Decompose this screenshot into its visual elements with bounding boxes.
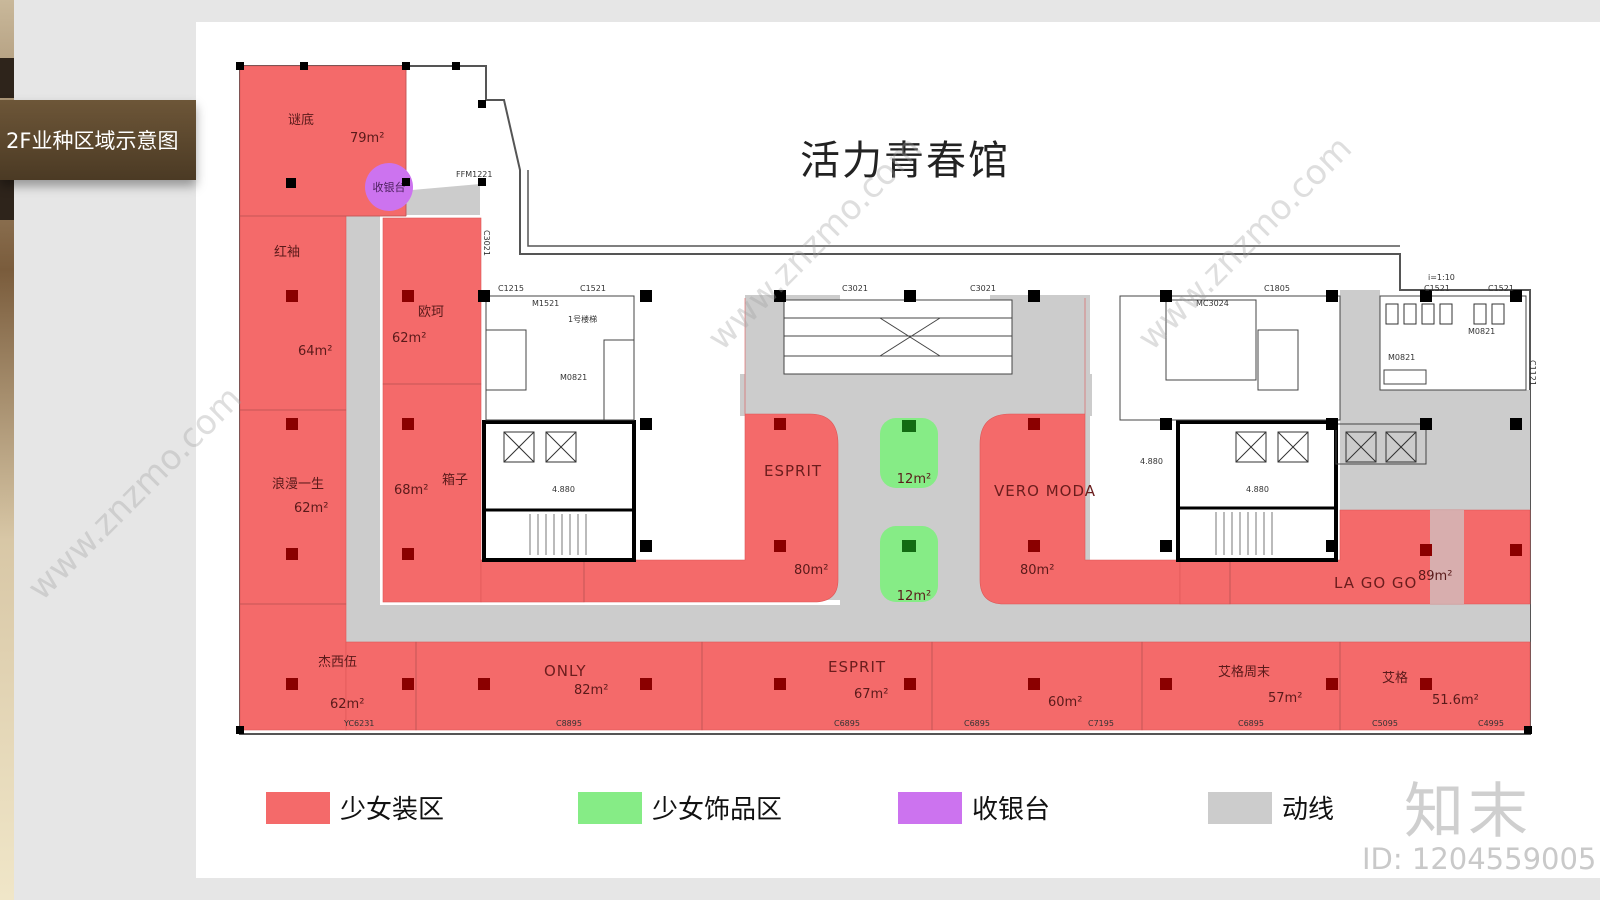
- door-tag: MC3024: [1196, 299, 1229, 308]
- door-tag: C1521: [580, 284, 606, 293]
- kiosk-1-area: 12m²: [897, 472, 931, 487]
- window-tag: C6895: [834, 719, 860, 728]
- window-tag: C6895: [1238, 719, 1264, 728]
- zone-area: 89m²: [1418, 569, 1452, 584]
- zone-name: 欧珂: [418, 305, 444, 320]
- legend-item-circulation: 动线: [1208, 789, 1334, 826]
- kiosk-2: [880, 526, 938, 602]
- door-tag: M0821: [1468, 327, 1495, 336]
- decorative-side-strip: [0, 0, 14, 900]
- watermark-id: ID: 1204559005: [1362, 842, 1597, 876]
- legend-label: 少女装区: [340, 795, 445, 825]
- legend-label: 动线: [1282, 795, 1335, 825]
- side-strip-dark-band: [0, 58, 14, 98]
- zone-name: ESPRIT: [764, 462, 822, 480]
- service-rooms: [485, 295, 1527, 465]
- elevator-dimension: 4.880: [1246, 485, 1269, 494]
- zone-name: 箱子: [442, 472, 468, 488]
- zone-area: 62m²: [294, 501, 328, 516]
- plan-annotations: 1号楼梯 4.880 4.880 4.880 i=1:10 C3021 C302…: [343, 170, 1537, 728]
- zone-name: 艾格周末: [1218, 664, 1270, 680]
- zone-name: ONLY: [544, 662, 587, 680]
- door-tag: C3021: [842, 284, 868, 293]
- zone-name: 杰西伍: [318, 655, 357, 670]
- zone-area: 80m²: [794, 563, 828, 578]
- legend-item-accessories: 少女饰品区: [578, 789, 782, 826]
- window-tag: C5095: [1372, 719, 1398, 728]
- kiosk-1: [880, 418, 938, 488]
- legend-label: 收银台: [972, 795, 1051, 825]
- core-right: [1176, 420, 1417, 562]
- stair-note: 1号楼梯: [568, 314, 597, 324]
- zone-area: 79m²: [350, 131, 384, 146]
- door-tag: M1521: [532, 299, 559, 308]
- door-tag: C3021: [970, 284, 996, 293]
- zone-name: VERO MODA: [994, 482, 1096, 500]
- zone-area: 51.6m²: [1432, 693, 1479, 708]
- door-tag: C1805: [1264, 284, 1290, 293]
- section-title: 2F业种区域示意图: [6, 129, 179, 153]
- elevator-dimension: 4.880: [1140, 457, 1163, 466]
- zone-name: 谜底: [288, 112, 314, 128]
- zone-area: 68m²: [394, 483, 428, 498]
- door-tag: M0821: [1388, 353, 1415, 362]
- legend-item-apparel: 少女装区: [266, 789, 444, 826]
- window-tag: C4995: [1478, 719, 1504, 728]
- legend-swatch: [578, 791, 642, 824]
- legend-swatch: [898, 791, 962, 824]
- section-title-tab: 2F业种区域示意图: [0, 100, 196, 180]
- cashier-counter: [365, 163, 413, 211]
- zone-labels: 谜底 79m² 红袖 64m² 浪漫一生 62m² 杰西伍 62m² 欧珂 62…: [272, 112, 1479, 712]
- main-title: 活力青春馆: [800, 138, 1010, 184]
- door-tag: C1121: [1528, 360, 1537, 386]
- apparel-zones: [239, 65, 1531, 731]
- slope-note: i=1:10: [1428, 273, 1455, 282]
- circulation-overlay: [1430, 510, 1464, 604]
- door-tag: C3021: [482, 230, 491, 256]
- zone-name: 红袖: [274, 244, 300, 260]
- door-tag: C1521: [1488, 284, 1514, 293]
- structural-columns: [236, 62, 1532, 734]
- door-tag: C1215: [498, 284, 524, 293]
- core-left: [482, 420, 636, 562]
- kiosk-column: [902, 420, 916, 432]
- window-tag: YC6231: [343, 719, 374, 728]
- zone-area: 62m²: [392, 331, 426, 346]
- zone-name: LA GO GO: [1334, 574, 1417, 592]
- door-tag: FFM1221: [456, 170, 492, 179]
- zone-area: 62m²: [330, 697, 364, 712]
- zone-name: ESPRIT: [828, 658, 886, 676]
- zone-area: 60m²: [1048, 695, 1082, 710]
- legend-swatch: [1208, 791, 1272, 824]
- zone-name: 浪漫一生: [272, 477, 324, 492]
- kiosk-2-area: 12m²: [897, 589, 931, 604]
- window-tag: C6895: [964, 719, 990, 728]
- elevator-dimension: 4.880: [552, 485, 575, 494]
- window-tag: C7195: [1088, 719, 1114, 728]
- window-tag: C8895: [556, 719, 582, 728]
- zone-area: 64m²: [298, 344, 332, 359]
- escalator: [783, 299, 1013, 375]
- legend-label: 少女饰品区: [652, 795, 783, 825]
- zone-area: 67m²: [854, 687, 888, 702]
- legend-swatch: [266, 791, 330, 824]
- door-tag: C1521: [1424, 284, 1450, 293]
- building-outline: [239, 65, 1531, 735]
- zone-area: 80m²: [1020, 563, 1054, 578]
- side-strip-dark-band: [0, 176, 14, 220]
- zone-area: 57m²: [1268, 691, 1302, 706]
- zone-area: 82m²: [574, 683, 608, 698]
- zone-name: 艾格: [1382, 670, 1408, 686]
- legend-item-cashier: 收银台: [898, 789, 1050, 826]
- cashier-label: 收银台: [373, 180, 406, 194]
- kiosk-column: [902, 540, 916, 552]
- door-tag: M0821: [560, 373, 587, 382]
- watermark-brand-logo: 知末: [1404, 777, 1532, 847]
